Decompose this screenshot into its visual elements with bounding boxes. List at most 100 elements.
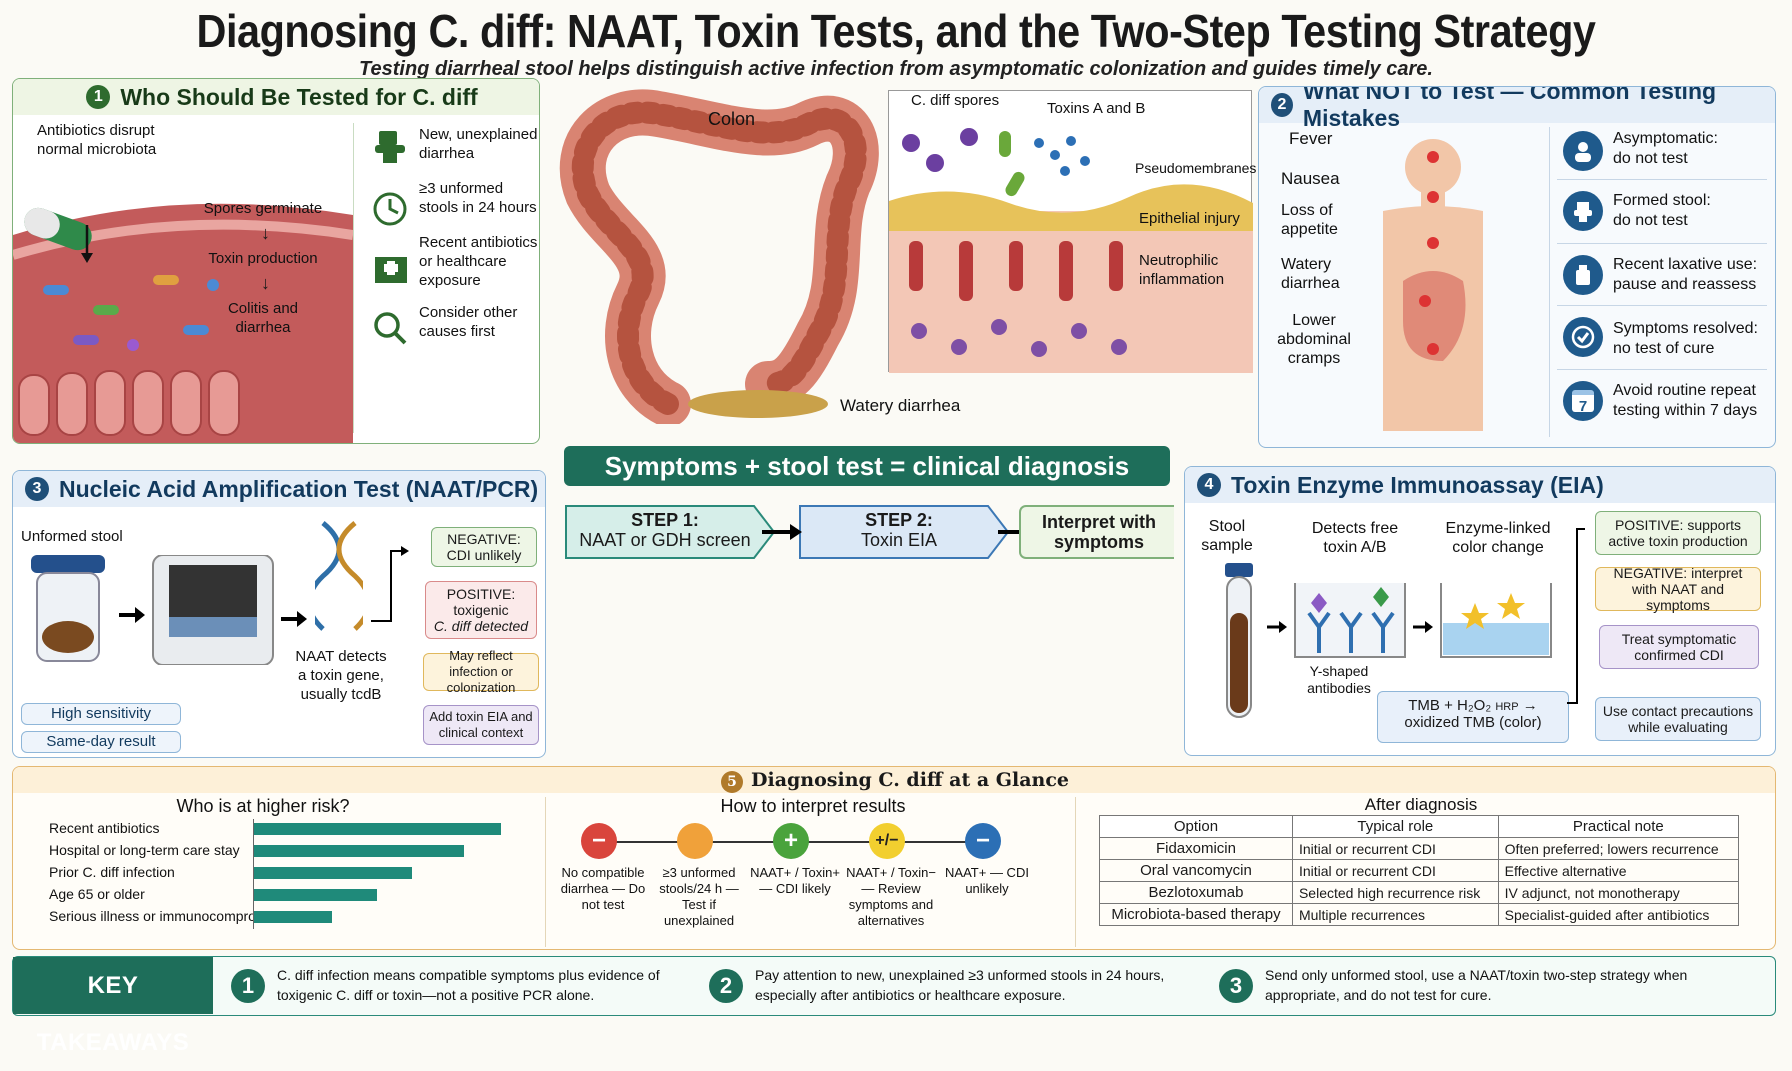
divider [1557,179,1767,180]
step1-text: NAAT or GDH screen [579,530,751,550]
step-number: 1 [86,85,111,109]
step3-shape [1019,505,1174,559]
dna-icon [315,521,363,631]
branch-arrow [1567,528,1585,704]
naat-detects-label: NAAT detects a toxin gene, usually tcdB [295,648,387,703]
positive-text: toxigenic [453,602,509,618]
step-number: 4 [1197,473,1221,497]
two-step-flow [565,505,1174,559]
risk-bar [253,823,501,835]
table-header: Practical note [1497,815,1740,838]
panel-header: 3 Nucleic Acid Amplification Test (NAAT/P… [13,471,545,507]
risk-axis [253,819,254,929]
clock-icon [373,192,407,226]
enzyme-label: Enzyme-linked color change [1445,520,1551,556]
neutrophilic-label: Neutrophilic inflammation [1139,252,1225,288]
result-text: NAAT+ — CDI unlikely [945,865,1029,896]
epithelial-injury-label: Epithelial injury [1139,210,1240,227]
positive-eia-box: POSITIVE: supports active toxin producti… [1595,511,1761,555]
panel-title: Who Should Be Tested for C. diff [120,83,478,110]
diagnosis-banner: Symptoms + stool test = clinical diagnos… [564,446,1170,486]
panel-title: Nucleic Acid Amplification Test (NAAT/PC… [59,475,539,502]
risk-bar [253,889,377,901]
mistake-note: do not test [1613,212,1688,229]
positive-title: POSITIVE: [446,586,516,602]
step2-title: STEP 2: [865,510,933,530]
table-cell: Often preferred; lowers recurrence [1497,837,1740,860]
gut-microbiota-illustration [13,203,353,443]
divider [1557,305,1767,306]
panel-header: 4 Toxin Enzyme Immunoassay (EIA) [1185,467,1775,503]
result-indicator-icon: − [965,823,1001,859]
pcr-machine-icon [152,555,274,665]
after-diagnosis-title: After diagnosis [1364,795,1478,814]
interpret-title: How to interpret results [720,796,906,816]
hrp-label: HRP [1495,701,1519,713]
table-header: Typical role [1291,815,1499,838]
result-indicator-icon: − [581,823,617,859]
watery-diarrhea-label: Watery diarrhea [840,396,961,415]
step3-label: Interpret with symptoms [1041,512,1156,552]
risk-category-label: Hospital or long-term care stay [49,842,240,858]
table-cell: Selected high recurrence risk [1291,881,1499,904]
panel-who-to-test: 1 Who Should Be Tested for C. diff Antibi… [12,78,540,444]
negative-text: CDI unlikely [446,547,522,563]
pseudomembranes-label: Pseudomembranes [1135,160,1257,176]
abx-label: Antibiotics disrupt normal microbiota [37,122,157,158]
colon-illustration [559,89,879,424]
divider [1557,243,1767,244]
bottle-icon [1563,255,1603,295]
panel-title: What NOT to Test — Common Testing Mistak… [1302,86,1717,131]
key-takeaways-bar: KEY TAKEAWAYS 1 C. diff infection means … [12,956,1776,1056]
eia-illustration [1225,563,1552,718]
spore-icons [902,128,1025,197]
arrow-down-icon: ↓ [261,223,270,243]
risk-bar [253,845,464,857]
add-eia-box: Add toxin EIA and clinical context [423,705,539,745]
spores-label: C. diff spores [911,92,1000,109]
takeaway-number: 3 [1219,969,1253,1003]
result-indicator-icon: + [773,823,809,859]
step-number: 3 [25,477,49,501]
test-tube-icon [1225,563,1253,718]
symptom-label: Lower abdominal cramps [1277,312,1351,367]
takeaway-text: Send only unformed stool, use a NAAT/tox… [1265,967,1688,1003]
arrow-right-icon [1413,621,1433,633]
panel-header: 5 Diagnosing C. diff at a Glance [13,767,1775,793]
table-cell: Initial or recurrent CDI [1291,837,1499,860]
symptom-label: Loss of appetite [1281,202,1338,238]
check-icon [1563,317,1603,357]
panel-title: Toxin Enzyme Immunoassay (EIA) [1231,471,1604,498]
detects-free-label: Detects free toxin A/B [1311,520,1399,556]
criterion-text: New, unexplained diarrhea [419,126,538,162]
toilet-icon [375,131,405,163]
y-antibodies-label: Y-shaped antibodies [1307,663,1371,696]
key-takeaways-label: KEY TAKEAWAYS [13,957,213,1056]
calendar-icon: 7 [1563,381,1603,421]
negative-eia-box: NEGATIVE: interpret with NAAT and sympto… [1595,565,1761,613]
result-indicator-icon [677,823,713,859]
page-title: Diagnosing C. diff: NAAT, Toxin Tests, a… [196,5,1596,57]
same-day-badge: Same-day result [21,731,181,753]
result-indicator-icon: +/− [869,823,905,859]
arrow-right-icon [762,524,802,540]
step-number: 5 [721,771,743,793]
step2-shape [799,505,1010,559]
panel-header: 1 Who Should Be Tested for C. diff [13,79,539,115]
table-cell: Multiple recurrences [1291,903,1499,926]
symptom-label: Fever [1289,129,1333,148]
antibody-well [1294,583,1406,658]
mistake-note: pause and reassess [1613,276,1757,293]
may-reflect-box: May reflect infection or colonization [423,648,539,695]
color-change-well [1440,583,1552,658]
table-cell: Effective alternative [1497,859,1740,882]
table-cell: Bezlotoxumab [1099,881,1293,904]
tmb-text: TMB + H₂O₂ [1408,697,1492,714]
panel-title: Diagnosing C. diff at a Glance [751,769,1069,791]
